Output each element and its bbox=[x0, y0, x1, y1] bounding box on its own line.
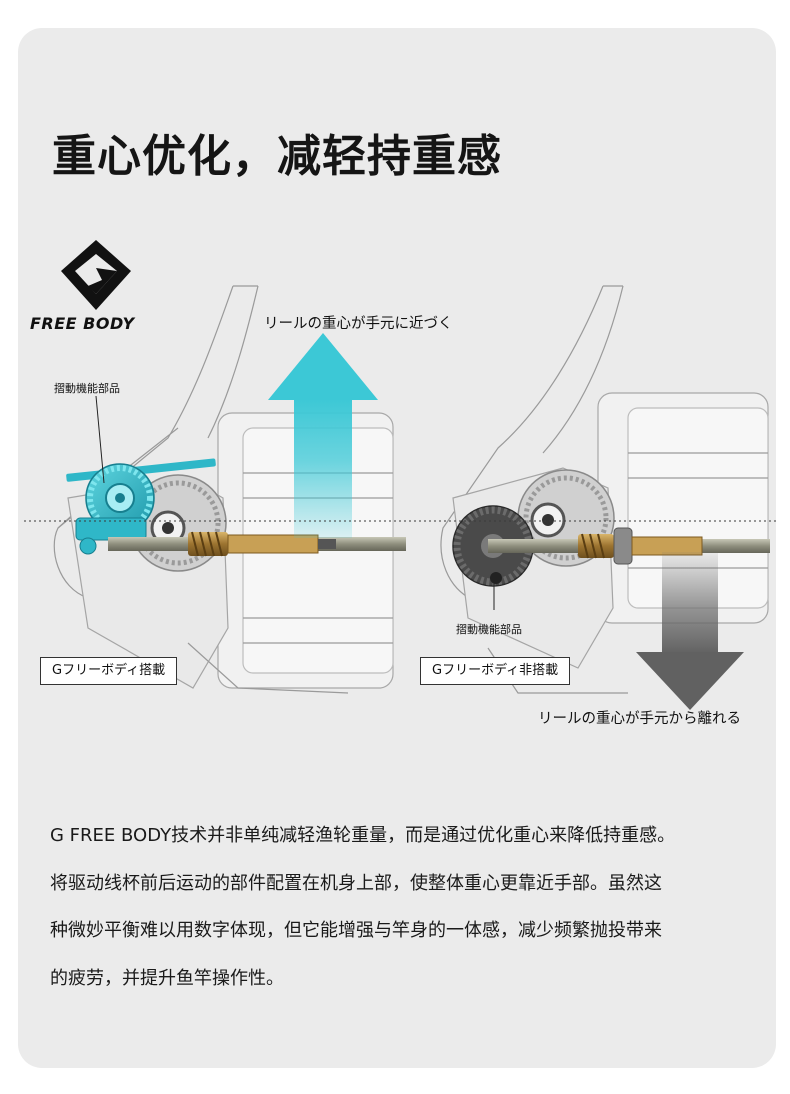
description: G FREE BODY技术并非单纯减轻渔轮重量，而是通过优化重心来降低持重感。 … bbox=[50, 812, 750, 1002]
free-body-logo-text: FREE BODY bbox=[30, 314, 135, 333]
right-arrow-label: リールの重心が手元から離れる bbox=[538, 711, 741, 727]
description-line: 的疲劳，并提升鱼竿操作性。 bbox=[50, 967, 284, 989]
left-up-arrow bbox=[268, 333, 378, 538]
description-line: 将驱动线杯前后运动的部件配置在机身上部，使整体重心更靠近手部。虽然这 bbox=[50, 872, 662, 894]
left-main-shaft bbox=[108, 531, 406, 557]
left-tag: Gフリーボディ搭載 bbox=[40, 657, 178, 685]
product-feature-card: 重心优化，减轻持重感 bbox=[18, 28, 776, 1068]
reel-comparison-illustration bbox=[24, 240, 776, 710]
left-arrow-label: リールの重心が手元に近づく bbox=[264, 316, 453, 332]
right-main-shaft bbox=[488, 527, 770, 565]
left-part-label: 摺動機能部品 bbox=[54, 382, 120, 395]
right-tag: Gフリーボディ非搭載 bbox=[420, 657, 571, 685]
description-line: 种微妙平衡难以用数字体现，但它能增强与竿身的一体感，减少频繁抛投带来 bbox=[50, 920, 662, 941]
right-part-label: 摺動機能部品 bbox=[456, 623, 522, 636]
description-line: G FREE BODY技术并非单纯减轻渔轮重量，而是通过优化重心来降低持重感。 bbox=[50, 825, 676, 846]
free-body-logo-mark bbox=[61, 240, 131, 310]
left-part-leader bbox=[95, 395, 105, 484]
right-down-arrow bbox=[636, 552, 744, 710]
page-title: 重心优化，减轻持重感 bbox=[52, 131, 502, 182]
